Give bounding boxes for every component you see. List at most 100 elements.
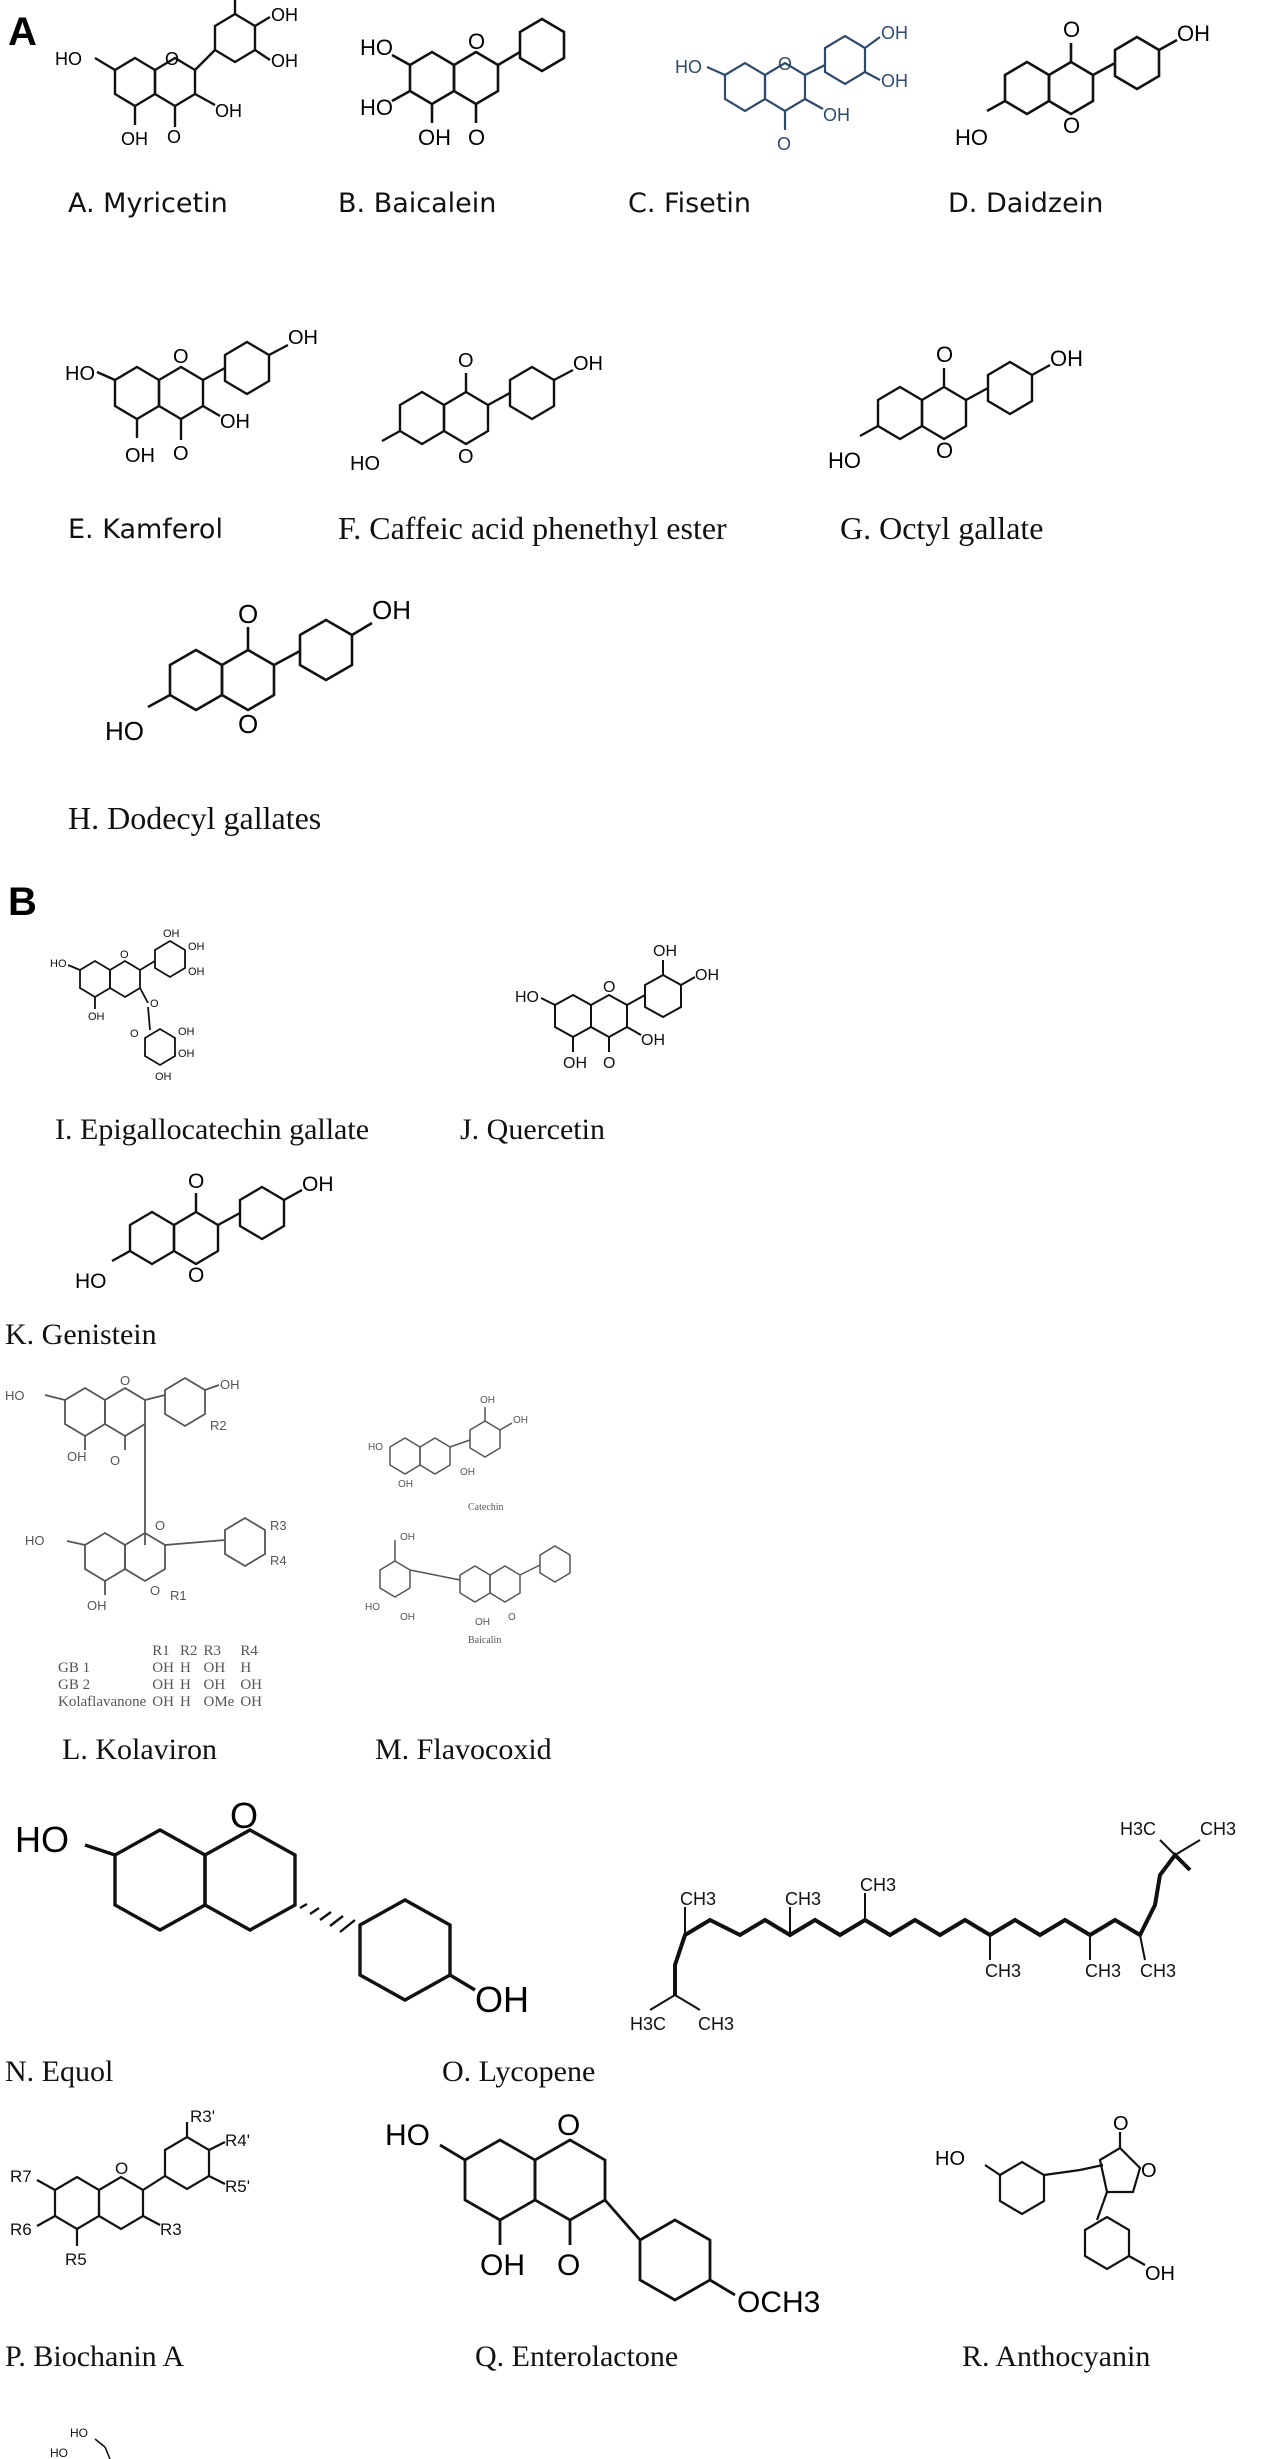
lycopene-structure: CH3 CH3 CH3 CH3 CH3 CH3 H3C CH3 H3C CH3	[630, 1819, 1236, 2034]
atom-label: R4	[270, 1553, 287, 1568]
table-cell: Kolaflavanone	[58, 1694, 147, 1710]
atom-label: R6	[10, 2220, 32, 2239]
table-cell: H	[179, 1677, 191, 1693]
label-biochanin-a: P. Biochanin A	[5, 2340, 185, 2373]
atom-label: O	[238, 599, 258, 629]
table-cell: OH	[203, 1660, 226, 1676]
atom-label: O	[167, 127, 181, 147]
atom-label: OH	[155, 1071, 172, 1083]
table-header-row: R1 R2 R3 R4	[58, 1643, 268, 1660]
table-cell: GB 2	[58, 1677, 91, 1693]
partial-structure: HO HO	[50, 2426, 111, 2459]
label-octyl-gallate: G. Octyl gallate	[840, 510, 1044, 546]
atom-label: O	[603, 979, 615, 996]
atom-label: O	[110, 1453, 120, 1468]
atom-label: OH	[125, 445, 155, 467]
quercetin-structure: HO O OH OH OH O OH	[515, 943, 719, 1072]
atom-label: HO	[50, 2446, 68, 2459]
atom-label: HO	[935, 2148, 965, 2170]
label-flavocoxid: M. Flavocoxid	[375, 1733, 552, 1766]
atom-label: R3'	[190, 2107, 215, 2126]
atom-label: OH	[475, 1979, 529, 2020]
atom-label: HO	[25, 1533, 45, 1548]
atom-label: OH	[178, 1026, 195, 1038]
atom-label: O	[508, 1612, 516, 1623]
atom-label: OH	[220, 411, 250, 433]
atom-label: HO	[75, 1270, 107, 1293]
atom-label: O	[120, 1373, 130, 1388]
octyl-gallate-structure: HO O O OH	[828, 342, 1083, 473]
atom-label: HO	[368, 1442, 383, 1453]
atom-label: OH	[881, 23, 908, 43]
atom-label: R1	[170, 1588, 187, 1603]
atom-label: O	[1063, 17, 1080, 42]
atom-label: CH3	[860, 1875, 896, 1895]
atom-label: OH	[372, 595, 411, 625]
kolaviron-structure: HO O OH R2 OH O HO O R3 R4 R1 O OH	[5, 1373, 287, 1613]
table-cell: R1	[152, 1643, 170, 1659]
atom-label: O	[458, 350, 474, 372]
atom-label: CH3	[985, 1961, 1021, 1981]
atom-label: OH	[460, 1467, 475, 1478]
table-cell: H	[240, 1660, 252, 1676]
atom-label: OH	[1145, 2263, 1175, 2285]
table-cell: OH	[240, 1694, 262, 1710]
atom-label: O	[188, 1264, 204, 1287]
dodecyl-gallates-structure: HO O O OH	[105, 595, 411, 746]
atom-label: OH	[121, 129, 148, 149]
atom-label: OH	[563, 1055, 587, 1072]
atom-label: O	[155, 1518, 165, 1533]
atom-label: O	[150, 998, 159, 1010]
label-lycopene: O. Lycopene	[442, 2055, 596, 2088]
atom-label: O	[115, 2159, 128, 2178]
atom-label: O	[130, 1028, 139, 1040]
myricetin-structure: HO OH OH OH O OH O OH	[55, 0, 298, 149]
atom-label: OH	[271, 51, 298, 71]
atom-label: OH	[220, 1377, 240, 1392]
atom-label: OH	[475, 1617, 490, 1628]
atom-label: OH	[178, 1048, 195, 1060]
atom-label: OH	[1177, 21, 1210, 46]
label-equol: N. Equol	[5, 2055, 114, 2088]
label-kamferol: E. Kamferol	[68, 514, 223, 545]
atom-label: O	[188, 1170, 204, 1193]
panel-label-b: B	[8, 880, 37, 924]
label-genistein: K. Genistein	[5, 1318, 157, 1351]
atom-label: HO	[360, 95, 393, 120]
table-row: GB 1 OH H OH H	[58, 1660, 268, 1677]
label-quercetin: J. Quercetin	[460, 1113, 605, 1146]
atom-label: R5'	[225, 2177, 250, 2196]
atom-label: OH	[302, 1173, 334, 1196]
atom-label: OH	[418, 125, 451, 150]
panel-label-a: A	[8, 10, 37, 54]
baicalin-caption: Baicalin	[468, 1635, 502, 1646]
label-enterolactone: Q. Enterolactone	[475, 2340, 679, 2373]
flavocoxid-structure: HO OH OH OH OH OH HO OH OH O	[365, 1395, 571, 1628]
atom-label: R4'	[225, 2131, 250, 2150]
atom-label: O	[936, 342, 953, 367]
atom-label: OH	[87, 1598, 107, 1613]
table-row: GB 2 OH H OH OH	[58, 1677, 268, 1694]
table-cell: OH	[152, 1694, 174, 1710]
label-anthocyanin: R. Anthocyanin	[962, 2340, 1151, 2373]
atom-label: O	[165, 49, 179, 69]
atom-label: OH	[653, 943, 677, 960]
atom-label: O	[1141, 2160, 1157, 2182]
label-caffeic-acid-phenethyl-ester: F. Caffeic acid phenethyl ester	[338, 510, 727, 546]
atom-label: OH	[695, 967, 719, 984]
daidzein-structure: HO O O OH	[955, 17, 1210, 150]
atom-label: HO	[955, 125, 988, 150]
atom-label: HO	[385, 2119, 430, 2152]
atom-label: OH	[881, 71, 908, 91]
atom-label: HO	[675, 57, 702, 77]
atom-label: CH3	[680, 1889, 716, 1909]
kolaviron-substituent-table: R1 R2 R3 R4 GB 1 OH H OH H GB 2 OH H OH …	[58, 1643, 268, 1711]
atom-label: HO	[360, 35, 393, 60]
label-daidzein: D. Daidzein	[948, 188, 1104, 219]
atom-label: OH	[823, 105, 850, 125]
label-baicalein: B. Baicalein	[338, 188, 497, 219]
atom-label: CH3	[1085, 1961, 1121, 1981]
atom-label: CH3	[1200, 1819, 1236, 1839]
atom-label: HO	[50, 958, 67, 970]
anthocyanin-structure: HO O O OH	[935, 2113, 1175, 2285]
